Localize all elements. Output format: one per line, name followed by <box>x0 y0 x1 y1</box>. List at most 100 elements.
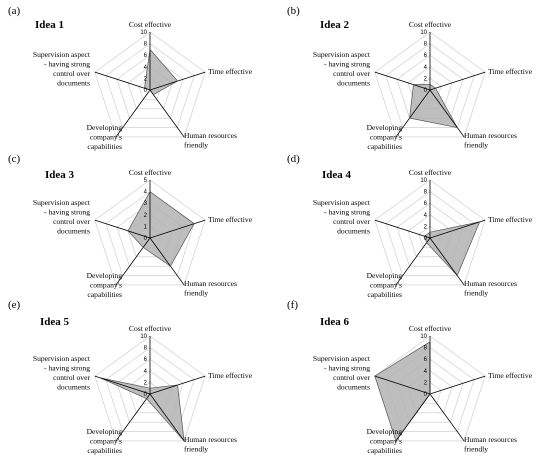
tick-label: 2 <box>144 380 148 386</box>
chart-title: Idea 4 <box>322 169 352 181</box>
axis-label-line: friendly <box>184 445 208 454</box>
axis-label-line: company's <box>370 133 402 142</box>
axis-label-line: capabilities <box>87 446 122 455</box>
data-point <box>142 246 144 248</box>
axis-spoke <box>115 393 151 442</box>
tick-label: 4 <box>424 369 428 375</box>
data-polygon <box>127 191 195 267</box>
axis-label: Time effective <box>488 215 533 224</box>
axis-label-line: company's <box>90 133 122 142</box>
data-polygon <box>424 221 481 277</box>
data-point <box>408 117 411 119</box>
tick-label: 4 <box>424 65 428 71</box>
axis-spoke <box>429 219 486 239</box>
panel-letter: (b) <box>287 5 300 17</box>
axis-label-line: Time effective <box>488 215 533 224</box>
panel-letter: (e) <box>8 299 21 311</box>
axis-label-line: company's <box>370 281 402 290</box>
axis-spoke <box>429 237 465 286</box>
axis-label-line: documents <box>337 79 370 88</box>
axis-label-line: Cost effective <box>409 20 452 29</box>
axis-spoke <box>94 71 151 91</box>
axis-spoke <box>374 71 431 91</box>
tick-label: 10 <box>420 178 427 184</box>
data-point <box>176 80 179 82</box>
tick-label: 10 <box>140 30 147 36</box>
axis-spoke <box>429 71 486 91</box>
data-point <box>479 221 481 223</box>
axis-label-line: Developing <box>87 427 123 436</box>
axis-label: Time effective <box>208 215 253 224</box>
grid-ring <box>396 202 464 267</box>
axis-label-line: friendly <box>184 141 208 150</box>
tick-label: 8 <box>424 42 428 48</box>
axis-label-line: Supervision aspect <box>313 50 371 59</box>
axis-label-line: documents <box>57 79 90 88</box>
data-point <box>145 398 148 400</box>
chart-title: Idea 5 <box>40 316 70 328</box>
data-point <box>412 84 415 86</box>
tick-label: 0 <box>424 236 428 242</box>
axis-label: Time effective <box>208 67 253 76</box>
axis-label: Cost effective <box>129 324 172 333</box>
tick-label: 4 <box>144 65 148 71</box>
axis-label-line: control over <box>333 373 370 382</box>
axis-spoke <box>149 219 206 239</box>
data-point <box>429 83 431 85</box>
data-point <box>193 223 195 225</box>
grid-ring <box>374 31 486 138</box>
data-point <box>429 341 431 343</box>
grid-ring <box>385 191 475 276</box>
data-point <box>152 94 155 96</box>
tick-label: 4 <box>424 213 428 219</box>
grid-ring <box>105 347 195 432</box>
axis-spoke <box>429 393 465 442</box>
tick-label: 6 <box>144 53 148 59</box>
axis-label-line: friendly <box>184 289 208 298</box>
axis-label-line: Human resources <box>464 131 517 140</box>
axis-label-line: capabilities <box>367 290 402 299</box>
tick-label: 8 <box>424 346 428 352</box>
tick-label: 2 <box>424 224 428 230</box>
axis-label-line: Developing <box>367 123 403 132</box>
data-point <box>434 87 437 89</box>
axis-label: Time effective <box>208 371 253 380</box>
data-point <box>456 126 458 129</box>
data-point <box>169 265 172 267</box>
axis-label-line: company's <box>90 437 122 446</box>
axis-label-line: Developing <box>87 123 123 132</box>
tick-label: 0 <box>144 88 148 94</box>
axis-label-line: control over <box>53 69 90 78</box>
axis-label-line: Time effective <box>208 371 253 380</box>
axis-label-line: control over <box>53 373 90 382</box>
axis-label-line: - having strong <box>44 364 90 373</box>
data-point <box>127 230 129 232</box>
data-point <box>149 89 151 91</box>
axis-spoke <box>395 237 431 286</box>
axis-label-line: Developing <box>367 427 403 436</box>
data-point <box>143 87 146 89</box>
axis-label-line: company's <box>90 281 122 290</box>
data-polygon <box>100 377 185 442</box>
data-point <box>149 48 151 51</box>
axis-label-line: Human resources <box>464 279 517 288</box>
data-polygon <box>144 48 179 96</box>
axis-label-line: capabilities <box>87 290 122 299</box>
axis-label-line: - having strong <box>44 60 90 69</box>
tick-label: 10 <box>140 334 147 340</box>
grid-ring <box>94 335 206 442</box>
